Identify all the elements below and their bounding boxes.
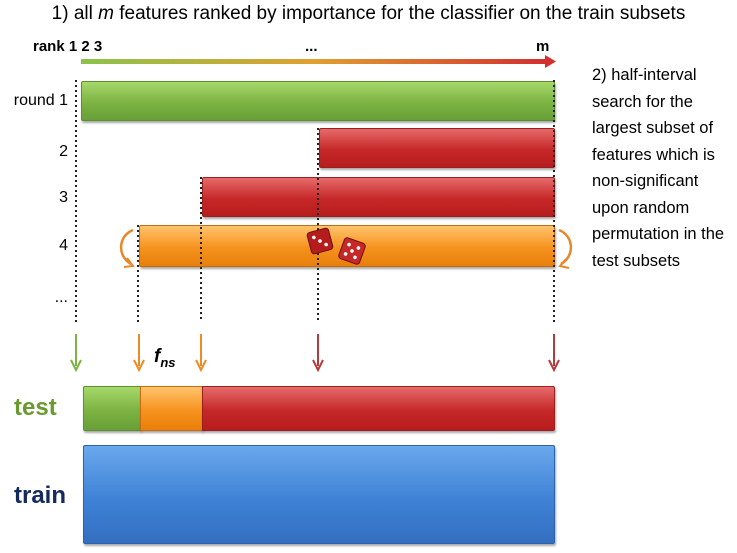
arrow-orange-1-icon — [133, 334, 145, 373]
round-label-1: round 1 — [13, 92, 68, 109]
arrow-red-2-icon — [548, 334, 560, 373]
train-label: train — [14, 482, 67, 509]
round-1-bar — [81, 81, 555, 121]
round-label-more: ... — [54, 289, 68, 306]
fns-label: fns — [154, 346, 176, 370]
round-label-3: 3 — [59, 189, 68, 206]
arrow-orange-2-icon — [195, 334, 207, 373]
round-label-4: 4 — [59, 237, 68, 254]
test-bar-orange-segment — [140, 386, 203, 431]
round-label-2: 2 — [59, 143, 68, 160]
test-bar-green-segment — [83, 386, 141, 431]
arrow-green-icon — [70, 334, 82, 373]
rank-label: rank 1 2 3 — [33, 38, 103, 55]
rank-gradient-arrow — [81, 55, 556, 68]
round-3-bar — [202, 177, 555, 217]
round-2-bar — [319, 128, 555, 168]
rank-end-label: m — [536, 38, 550, 55]
dice-icon — [306, 227, 366, 265]
shuffle-left-icon — [119, 228, 134, 266]
dotted-guides — [75, 80, 555, 322]
shuffle-arrows — [119, 228, 573, 269]
test-label: test — [14, 394, 57, 421]
diagram-title: 1) all m features ranked by importance f… — [51, 3, 686, 24]
rank-ellipsis: ... — [305, 38, 318, 55]
train-bar — [83, 445, 555, 544]
side-note: 2) half-interval search for the largest … — [592, 66, 725, 270]
down-arrows — [70, 334, 560, 373]
arrow-red-1-icon — [312, 334, 324, 373]
test-bar-red-segment — [202, 386, 555, 431]
